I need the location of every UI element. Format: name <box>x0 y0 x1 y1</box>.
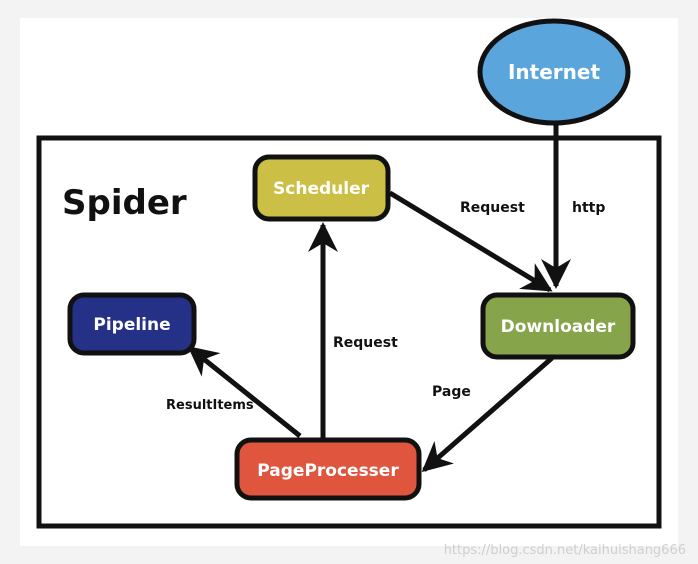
edge-label-request-processer-scheduler: Request <box>333 335 398 351</box>
node-pageprocesser <box>234 437 422 501</box>
node-downloader-label: Downloader <box>501 317 616 337</box>
node-pageprocesser-label: PageProcesser <box>257 461 399 481</box>
edge-label-request-scheduler-downloader: Request <box>460 200 525 216</box>
spider-title: Spider <box>62 183 187 223</box>
edge-label-resultitems: ResultItems <box>166 398 254 413</box>
edge-label-http: http <box>572 200 605 216</box>
node-scheduler <box>252 154 391 222</box>
node-pipeline-label: Pipeline <box>93 315 170 335</box>
node-internet <box>477 18 631 126</box>
arrow-downloader-to-pageprocesser <box>421 356 554 472</box>
arrow-pageprocesser-to-pipeline <box>187 346 302 438</box>
node-downloader <box>480 292 636 360</box>
spider-container <box>36 135 662 529</box>
node-pipeline <box>67 292 197 356</box>
node-scheduler-label: Scheduler <box>273 179 370 199</box>
arrow-scheduler-to-downloader <box>388 190 553 293</box>
watermark: https://blog.csdn.net/kaihuishang666 <box>443 543 686 558</box>
node-internet-label: Internet <box>508 60 600 84</box>
edge-label-page: Page <box>432 384 471 400</box>
